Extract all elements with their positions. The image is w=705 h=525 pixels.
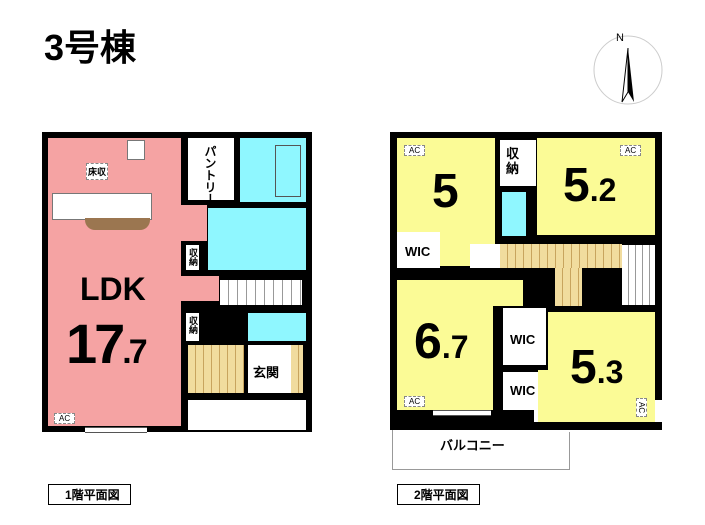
- ldk-size-decimal: .7: [122, 333, 147, 371]
- bedroom-5-3-nook: [538, 370, 550, 422]
- floor2-caption: 2階平面図: [397, 484, 480, 505]
- wic-1-label: WIC: [405, 244, 431, 259]
- ldk-size-int: 17: [66, 312, 125, 375]
- ldk-extension: [181, 205, 207, 241]
- ldk-size: 17.7: [66, 316, 148, 372]
- size-int: 6: [414, 313, 442, 369]
- size-decimal: .2: [589, 172, 617, 208]
- size-int: 5: [563, 159, 590, 212]
- entrance: [248, 345, 292, 393]
- hall-door: [470, 244, 500, 268]
- fridge: [127, 140, 145, 160]
- bedroom-6-7-size: 6.7: [414, 316, 469, 366]
- ac-label: AC: [404, 396, 426, 407]
- ac-label: AC: [620, 145, 642, 156]
- balcony-label: バルコニー: [440, 438, 505, 453]
- porch: [188, 400, 306, 430]
- floor-storage-label: 床収: [86, 163, 109, 180]
- storage-1-label: 収納: [188, 248, 198, 266]
- bedroom-6-7-nook: [493, 280, 523, 306]
- pantry-label: パントリー: [203, 145, 217, 205]
- ldk-room: [48, 138, 181, 426]
- stairs: [220, 280, 302, 305]
- bedroom-5-size: 5: [432, 165, 459, 218]
- compass-north-label: N: [616, 32, 624, 44]
- hall-extension: [181, 276, 219, 301]
- size-decimal: .7: [441, 329, 469, 365]
- compass: N: [592, 30, 664, 106]
- building-title: 3号棟: [44, 27, 137, 68]
- wic-3-label: WIC: [510, 383, 536, 398]
- compass-icon: [593, 35, 663, 105]
- hallway-2: [555, 268, 582, 306]
- wic-2-label: WIC: [510, 332, 536, 347]
- toilet: [502, 192, 526, 236]
- kitchen-counter: [52, 193, 152, 220]
- storage-2-label: 収納: [188, 316, 198, 334]
- window: [433, 410, 491, 416]
- wic-3: [503, 372, 543, 410]
- size-decimal: .3: [596, 354, 624, 390]
- bathtub: [275, 145, 301, 197]
- stairs: [622, 245, 655, 305]
- pantry: [188, 138, 234, 200]
- wic-2: [503, 308, 546, 365]
- bedroom-6-7: [397, 280, 493, 410]
- bedroom-5-3-size: 5.3: [570, 344, 623, 392]
- ac-label: AC: [54, 413, 76, 424]
- storage-2: [186, 313, 199, 341]
- ldk-label: LDK: [80, 271, 146, 307]
- entrance-label: 玄関: [253, 365, 280, 380]
- wall: [534, 422, 662, 430]
- kitchen-island: [85, 218, 150, 230]
- ac-label: AC: [636, 398, 647, 418]
- storage-label: 収納: [506, 146, 520, 176]
- wic-1: [397, 232, 440, 268]
- floor1-caption: 1階平面図: [48, 484, 131, 505]
- storage-1: [186, 245, 199, 270]
- hallway: [188, 345, 244, 393]
- washroom: [208, 208, 306, 270]
- storage: [500, 140, 536, 186]
- shoe-storage: [291, 345, 303, 393]
- ac-label: AC: [404, 145, 426, 156]
- bedroom-5-2-size: 5.2: [563, 162, 616, 210]
- size-int: 5: [570, 341, 597, 394]
- toilet: [248, 313, 306, 341]
- window: [85, 427, 147, 433]
- hallway: [500, 244, 622, 268]
